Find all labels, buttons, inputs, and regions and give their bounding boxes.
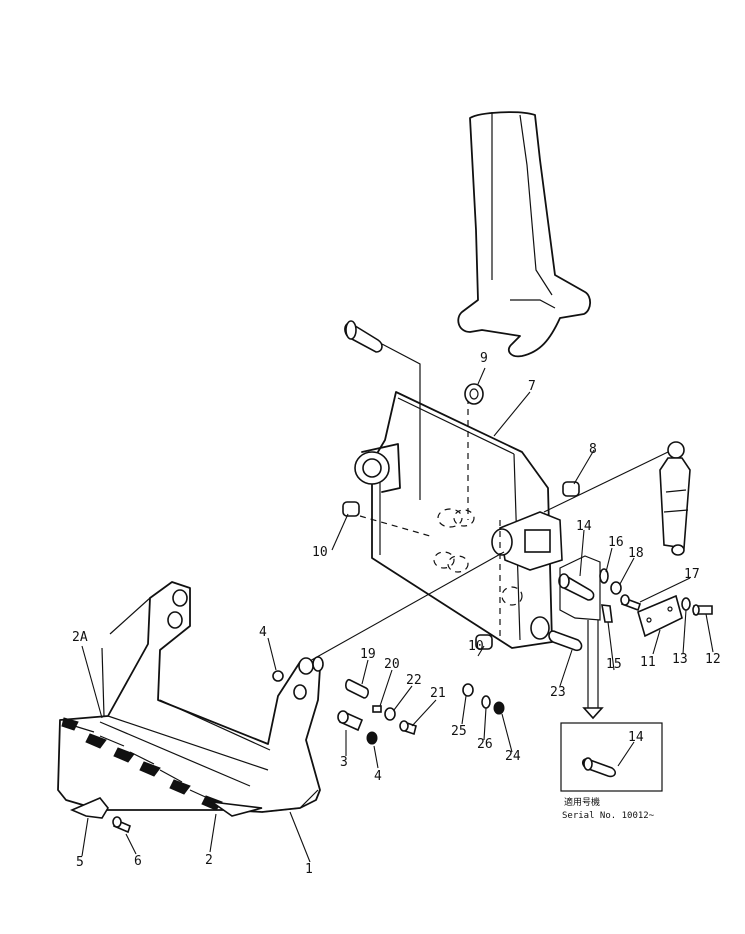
arrow-to-inset xyxy=(582,620,604,720)
part-4-nut-a xyxy=(272,670,284,682)
part-5-tooth xyxy=(69,797,109,819)
leader-lines xyxy=(81,367,714,863)
part-15-bolt xyxy=(601,604,613,623)
label-19: 19 xyxy=(360,647,376,662)
bucket xyxy=(57,581,324,813)
label-1: 1 xyxy=(305,862,313,877)
label-8: 8 xyxy=(589,442,597,457)
label-11: 11 xyxy=(640,655,656,670)
label-10b: 10 xyxy=(468,639,484,654)
label-20: 20 xyxy=(384,657,400,672)
coupler-frame xyxy=(354,391,563,649)
part-22-washer xyxy=(384,707,396,721)
label-7: 7 xyxy=(528,379,536,394)
label-4a: 4 xyxy=(259,625,267,640)
part-4-nut-b xyxy=(366,731,378,745)
loader-arm xyxy=(457,111,592,358)
label-14b: 14 xyxy=(628,730,644,745)
part-25-bolt xyxy=(462,683,474,697)
part-10-bushing-a xyxy=(342,501,360,517)
label-4b: 4 xyxy=(374,769,382,784)
label-2A: 2A xyxy=(72,630,88,645)
label-26: 26 xyxy=(477,737,493,752)
label-9: 9 xyxy=(480,351,488,366)
part-9-washer xyxy=(464,383,484,405)
part-10-bushing-b xyxy=(475,634,493,650)
hydraulic-cylinder xyxy=(659,441,691,556)
label-18: 18 xyxy=(628,546,644,561)
label-10a: 10 xyxy=(312,545,328,560)
label-6: 6 xyxy=(134,854,142,869)
label-24: 24 xyxy=(505,749,521,764)
label-16: 16 xyxy=(608,535,624,550)
label-23: 23 xyxy=(550,685,566,700)
label-25: 25 xyxy=(451,724,467,739)
label-14a: 14 xyxy=(576,519,592,534)
part-23-pin xyxy=(548,630,583,652)
part-11-plate xyxy=(637,594,683,638)
part-24-washer xyxy=(493,701,505,715)
part-8-bushing xyxy=(562,481,580,497)
label-5: 5 xyxy=(76,855,84,870)
label-17: 17 xyxy=(684,567,700,582)
bucket-teeth xyxy=(61,717,263,817)
part-19-pin xyxy=(345,678,369,699)
label-3: 3 xyxy=(340,755,348,770)
label-13: 13 xyxy=(672,652,688,667)
serial-inset-box xyxy=(560,722,663,792)
part-13-washer xyxy=(681,597,691,611)
part-16-plate xyxy=(599,568,609,584)
label-22: 22 xyxy=(406,673,422,688)
part-18-washer xyxy=(610,581,622,595)
part-26-washer xyxy=(481,695,491,709)
inset-pin xyxy=(581,757,617,778)
label-12: 12 xyxy=(705,652,721,667)
part-20-pin xyxy=(372,705,382,713)
part-labels: 1 2 2A 3 4 4 5 6 7 8 9 10 10 11 12 13 14… xyxy=(72,351,721,877)
label-21: 21 xyxy=(430,686,446,701)
label-2: 2 xyxy=(205,853,213,868)
inset-japanese-caption: 適用号機 xyxy=(564,796,600,808)
upper-pin xyxy=(344,320,383,353)
label-15: 15 xyxy=(606,657,622,672)
part-14-pin xyxy=(558,573,595,601)
inset-serial-caption: Serial No. 10012~ xyxy=(562,811,655,821)
